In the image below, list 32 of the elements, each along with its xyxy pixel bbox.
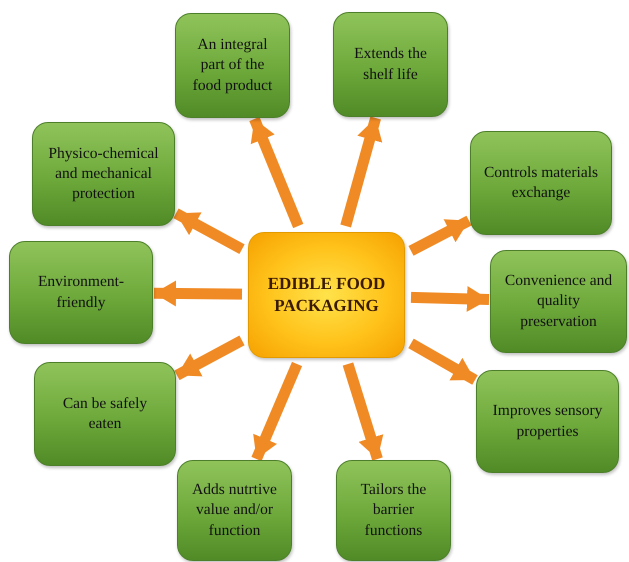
box-label: Adds nutrtive value and/or function <box>191 480 278 541</box>
benefit-box <box>175 13 290 118</box>
box-label: Convenience and quality preservation <box>504 271 614 332</box>
benefit-box <box>34 362 176 466</box>
box-label: EDIBLE FOOD PACKAGING <box>266 272 386 317</box>
arrow <box>173 208 245 254</box>
benefit-box <box>470 131 612 235</box>
arrow <box>249 116 304 228</box>
arrow <box>174 336 245 380</box>
arrow <box>340 116 382 228</box>
arrow <box>251 362 302 462</box>
box-label: Controls materials exchange <box>482 162 600 203</box>
benefit-box <box>177 460 292 561</box>
benefit-box <box>336 460 451 561</box>
arrow <box>408 338 478 385</box>
box-label: Tailors the barrier functions <box>360 480 428 541</box>
box-label: Environment-friendly <box>36 272 126 312</box>
benefit-box <box>9 241 153 344</box>
arrow <box>154 280 242 306</box>
box-label: Physico-chemical and mechanical protection <box>47 144 160 204</box>
arrow <box>408 216 472 256</box>
benefit-box <box>32 122 175 226</box>
benefit-box <box>476 370 619 473</box>
arrow <box>342 362 384 461</box>
box-label: Improves sensory properties <box>492 401 604 442</box>
box-label: Can be safely eaten <box>62 394 148 434</box>
box-label: Extends the shelf life <box>353 44 428 84</box>
benefit-box <box>490 250 627 353</box>
central-box <box>248 232 405 358</box>
box-label: An integral part of the food product <box>192 35 274 96</box>
arrow <box>410 286 490 312</box>
benefit-box <box>333 12 448 117</box>
